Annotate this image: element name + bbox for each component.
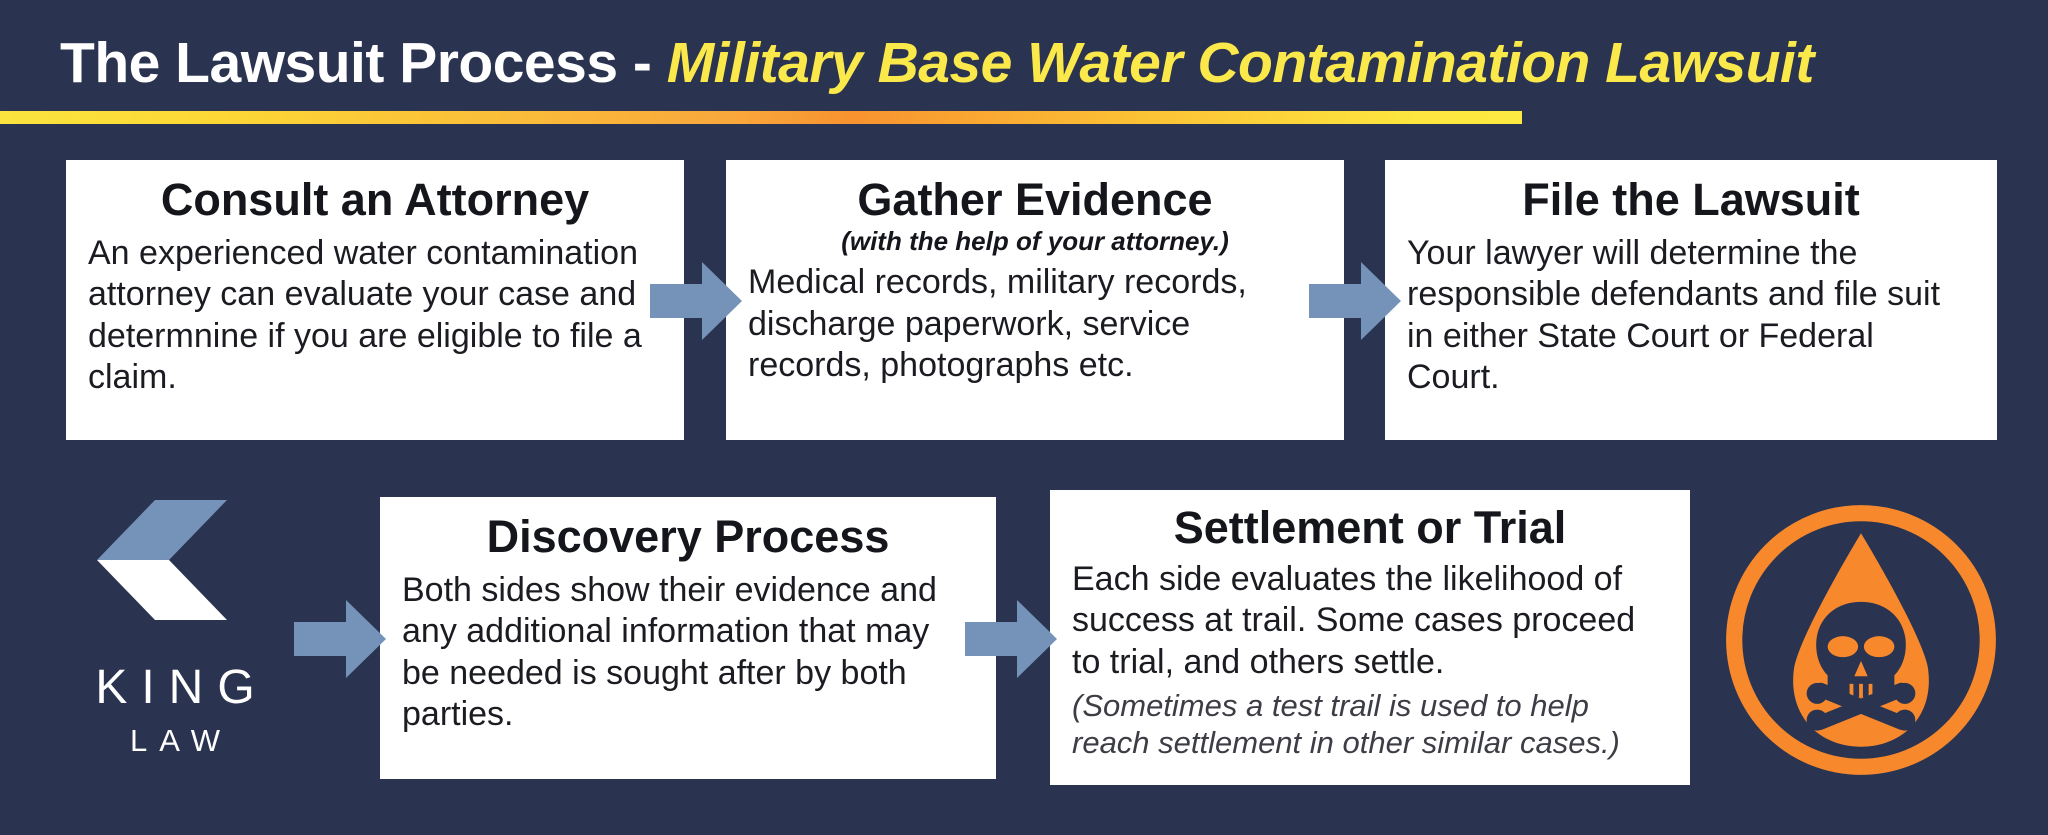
poison-water-drop-icon [1726,505,1996,775]
step-card-gather-evidence: Gather Evidence (with the help of your a… [726,160,1344,440]
step-body: Your lawyer will determine the responsib… [1407,233,1941,396]
step-body: Each side evaluates the likelihood of su… [1072,559,1636,681]
page-title-main: The Lawsuit Process - [60,31,667,95]
step-title: File the Lawsuit [1522,174,1860,225]
step-card-discovery-process: Discovery Process Both sides show their … [380,497,996,779]
logo-word-king: KING [95,661,269,714]
arrow-right-icon [294,600,386,678]
page-title-accent: Military Base Water Contamination Lawsui… [666,31,1815,95]
step-card-file-the-lawsuit: File the Lawsuit Your lawyer will determ… [1385,160,1997,440]
arrow-right-icon [650,262,742,340]
step-body: Medical records, military records, disch… [748,263,1247,385]
step-note: (Sometimes a test trail is used to help … [1072,688,1620,761]
step-title: Gather Evidence [857,174,1213,225]
chevron-mark-icon [97,500,227,620]
step-subtitle: (with the help of your attorney.) [841,225,1229,256]
logo-word-law: LAW [129,723,233,758]
step-title: Discovery Process [486,511,890,562]
king-law-logo: KING LAW [45,500,305,790]
arrow-right-icon [965,600,1057,678]
title-underline-rule [0,111,1522,124]
step-body: Both sides show their evidence and any a… [402,570,937,733]
step-title: Consult an Attorney [160,174,590,225]
step-card-consult-an-attorney: Consult an Attorney An experienced water… [66,160,684,440]
step-body: An experienced water contamination attor… [88,233,642,396]
arrow-right-icon [1309,262,1401,340]
page-title: The Lawsuit Process - Military Base Wate… [60,26,1814,100]
step-title: Settlement or Trial [1173,502,1567,553]
step-card-settlement-or-trial: Settlement or Trial Each side evaluates … [1050,490,1690,785]
